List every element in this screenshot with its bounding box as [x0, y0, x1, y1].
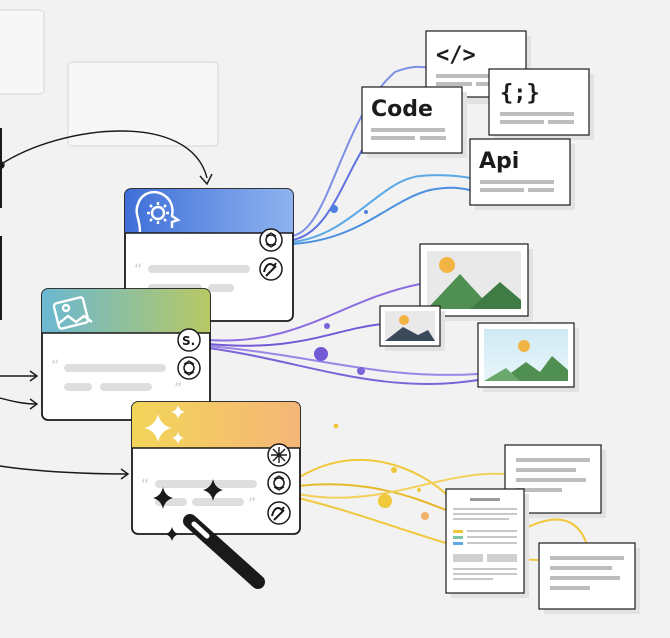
faded-card [67, 61, 219, 147]
flow-dot [417, 488, 421, 492]
braces-tag-label: {;} [500, 81, 540, 106]
landscape-image-small [379, 305, 445, 351]
landscape-image-large [419, 243, 533, 321]
braces-tag-card: {;} [488, 68, 594, 140]
mountain-icon [385, 327, 435, 341]
document-card-bottom [538, 542, 640, 614]
report-document [445, 488, 529, 598]
model-badge-icon[interactable] [267, 501, 291, 525]
flow-dot [421, 512, 429, 520]
quote-mark: “ [51, 356, 59, 375]
agent-card-magic[interactable]: “ ” [131, 401, 301, 535]
connector-image-2 [0, 397, 37, 405]
openai-logo-icon[interactable] [177, 356, 201, 380]
flow-dot [357, 367, 365, 375]
flow-lines-images [207, 283, 479, 386]
connector-magic [0, 465, 128, 475]
code-cards: </> {;} Code Api [361, 30, 594, 210]
arrowhead [29, 370, 39, 382]
quote-mark: “ [134, 260, 142, 279]
document-cards [445, 444, 640, 614]
left-edge-block [0, 236, 2, 320]
arrowhead [199, 173, 213, 186]
s-badge-label: S. [182, 334, 195, 348]
api-word-label: Api [479, 149, 519, 174]
flow-dot [391, 467, 397, 473]
model-badge-s[interactable]: S. [177, 328, 201, 352]
model-badge-icon[interactable] [259, 257, 283, 281]
photo-frame-icon [52, 296, 93, 330]
image-cards [379, 243, 579, 392]
arrowhead [29, 398, 39, 410]
sun-icon [439, 257, 455, 273]
sun-icon [518, 340, 530, 352]
sun-icon [399, 315, 409, 325]
agent-card-image[interactable]: “ ” S. [41, 288, 211, 421]
agent-card-code[interactable]: “ [124, 188, 294, 322]
code-word-card: Code [361, 86, 467, 158]
flow-dot [314, 347, 328, 361]
incoming-connectors [0, 130, 213, 480]
black-sparkle [203, 479, 223, 501]
flow-dot [324, 323, 330, 329]
background-cards [0, 9, 219, 320]
api-word-card: Api [469, 138, 575, 210]
openai-logo-icon[interactable] [259, 228, 283, 252]
flow-dot [378, 494, 392, 508]
connector-top [0, 130, 208, 179]
magic-wand-icon [153, 479, 265, 589]
flow-dot [330, 205, 338, 213]
connector-dot [0, 161, 5, 169]
openai-logo-icon[interactable] [267, 471, 291, 495]
sparkles-icon [144, 405, 185, 444]
arrowhead [120, 468, 130, 480]
starburst-icon[interactable] [267, 443, 291, 467]
code-tag-label: </> [436, 43, 476, 68]
quote-mark: ” [174, 379, 182, 398]
black-sparkle [165, 527, 179, 541]
faded-card [0, 9, 45, 95]
landscape-image-blue [477, 322, 579, 392]
quote-mark: “ [141, 475, 149, 494]
flow-dot [364, 210, 368, 214]
mountain-icon [500, 356, 568, 381]
gear-head-icon [135, 190, 181, 233]
black-sparkle [153, 487, 173, 509]
quote-mark: ” [248, 494, 256, 513]
mountain-icon [427, 274, 492, 309]
code-word-label: Code [371, 97, 433, 122]
flow-dot [333, 423, 339, 429]
